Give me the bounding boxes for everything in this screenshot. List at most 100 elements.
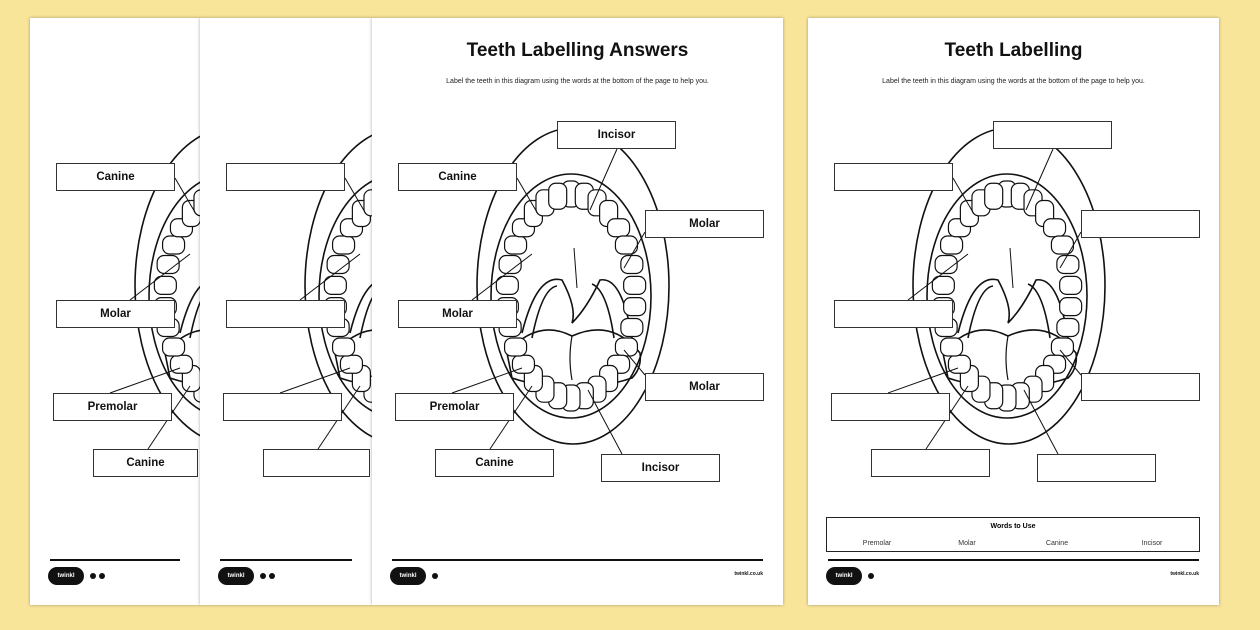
gum-outline (318, 180, 372, 412)
tongue-midline (1005, 335, 1009, 381)
palate-midline (1009, 247, 1014, 289)
tooth (934, 254, 958, 275)
label-box-upper-left-canine (226, 163, 345, 191)
level-dot-icon (432, 573, 438, 579)
words-to-use-title: Words to Use (990, 523, 1036, 530)
leader-line (887, 367, 959, 394)
label-box-lower-right-molar: Molar (645, 373, 764, 401)
leader-line (344, 177, 367, 215)
footer-url: twinkl.co.uk (1170, 571, 1199, 577)
palate-uvula (349, 283, 372, 334)
palate-arch-left (189, 300, 200, 339)
palate-arch-left (359, 297, 372, 339)
tooth (153, 275, 177, 295)
label-box-lower-canine: Canine (435, 449, 554, 477)
palate-arch-right (1027, 283, 1051, 339)
leader-line (516, 177, 539, 215)
level-dot-icon (269, 573, 275, 579)
label-box-left-molar: Molar (398, 300, 517, 328)
open-mouth-diagram (279, 134, 372, 450)
leader-line (623, 349, 646, 376)
label-box-premolar: Premolar (395, 393, 514, 421)
tooth (323, 275, 347, 295)
label-box-upper-left-canine: Canine (56, 163, 175, 191)
tooth (1059, 297, 1083, 317)
leader-line (109, 367, 181, 394)
gum-outline (926, 173, 1088, 419)
tooth (331, 337, 356, 357)
twinkl-logo: twinkl (218, 567, 254, 585)
open-mouth-diagram (451, 127, 670, 455)
label-box-upper-right-molar (1081, 210, 1200, 238)
label-box-lower-canine (263, 449, 370, 477)
word-option: Incisor (1141, 540, 1163, 547)
leader-line (471, 253, 533, 301)
tooth (548, 182, 568, 210)
gum-outline (148, 181, 200, 411)
worksheet-page-blank-back: twinkl (200, 18, 372, 605)
worksheet-title: Teeth Labelling Answers (466, 40, 689, 61)
tooth (623, 275, 647, 295)
tooth (161, 235, 186, 255)
footer-divider (220, 559, 352, 561)
palate-arch-left (967, 285, 994, 339)
twinkl-logo: twinkl (826, 567, 862, 585)
level-dot-icon (260, 573, 266, 579)
palate-midline (573, 247, 578, 289)
label-box-lower-canine: Canine (93, 449, 198, 477)
label-box-premolar: Premolar (53, 393, 172, 421)
tooth (606, 218, 631, 238)
label-box-premolar (223, 393, 342, 421)
footer-divider (828, 559, 1199, 561)
label-box-upper-left-canine: Canine (398, 163, 517, 191)
level-dot-icon (868, 573, 874, 579)
word-option: Canine (1045, 540, 1069, 547)
worksheet-title: Teeth Labelling (944, 40, 1083, 61)
tooth (326, 254, 350, 275)
leader-line (1059, 349, 1082, 376)
palate-arch-right (591, 283, 615, 339)
tooth (331, 235, 356, 255)
tooth (984, 182, 1004, 210)
tooth (495, 275, 519, 295)
tooth (939, 337, 964, 357)
tooth (498, 254, 522, 275)
tooth (623, 297, 647, 317)
leader-line (129, 253, 191, 301)
tongue-midline (569, 335, 573, 381)
tooth (931, 275, 955, 295)
label-box-top-incisor: Incisor (557, 121, 676, 149)
label-box-left-molar (226, 300, 345, 328)
label-box-lower-canine (871, 449, 990, 477)
label-box-upper-right-molar: Molar (645, 210, 764, 238)
worksheet-instructions: Label the teeth in this diagram using th… (882, 78, 1145, 85)
tooth (939, 235, 964, 255)
level-dot-icon (90, 573, 96, 579)
leader-line (1023, 389, 1059, 455)
label-box-lower-incisor (1037, 454, 1156, 482)
tooth (503, 235, 528, 255)
leader-line (587, 389, 623, 455)
label-box-upper-left-canine (834, 163, 953, 191)
label-box-left-molar (834, 300, 953, 328)
lips-outline (304, 134, 372, 438)
label-box-top-incisor (993, 121, 1112, 149)
lips-outline (134, 135, 200, 437)
footer-divider (50, 559, 180, 561)
leader-line (907, 253, 969, 301)
tooth (1056, 254, 1080, 275)
twinkl-logo: twinkl (48, 567, 84, 585)
leader-line (1059, 231, 1082, 269)
label-box-premolar (831, 393, 950, 421)
level-dot-icon (99, 573, 105, 579)
leader-line (952, 177, 975, 215)
tooth (1056, 317, 1080, 338)
word-option: Molar (958, 540, 976, 547)
palate-uvula (521, 278, 633, 339)
leader-line (299, 253, 361, 301)
footer-divider (392, 559, 763, 561)
tooth (156, 254, 180, 275)
